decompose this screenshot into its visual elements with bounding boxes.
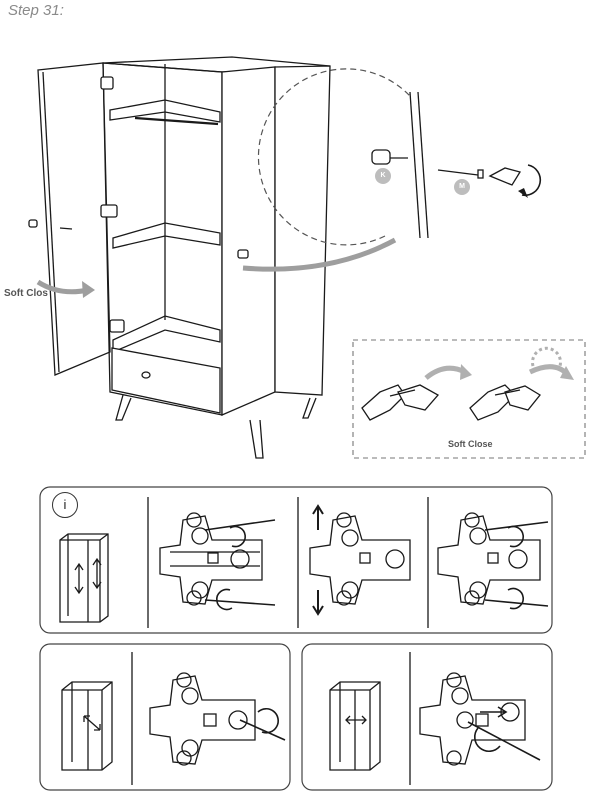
hinge-plate-2 [309,504,411,616]
hinge-plate-4 [149,672,286,766]
vertical-adjust-cabinet [59,533,109,623]
hinge-plate-1 [159,512,276,611]
soft-close-hinges [361,346,574,421]
soft-close-label-box: Soft Close [448,439,493,449]
part-m-badge: M [454,179,470,195]
side-adjust-panel [301,643,553,791]
left-door [37,62,111,376]
drawer [111,347,221,414]
side-adjust-cabinet [329,681,381,771]
hinge-plate-3 [437,512,549,610]
hinge-plate-5 [419,672,541,766]
depth-adjust-panel [39,643,291,791]
step-title: Step 31: [8,2,64,19]
soft-close-label-left: Soft Clos [4,288,48,299]
zoom-detail [257,68,542,246]
adjustment-panel [39,486,553,634]
info-icon: i [52,492,78,518]
part-k-badge: K [375,168,391,184]
right-door [221,66,276,416]
wardrobe-illustration [28,56,331,459]
depth-adjust-cabinet [61,681,113,771]
soft-close-panel [352,339,586,459]
